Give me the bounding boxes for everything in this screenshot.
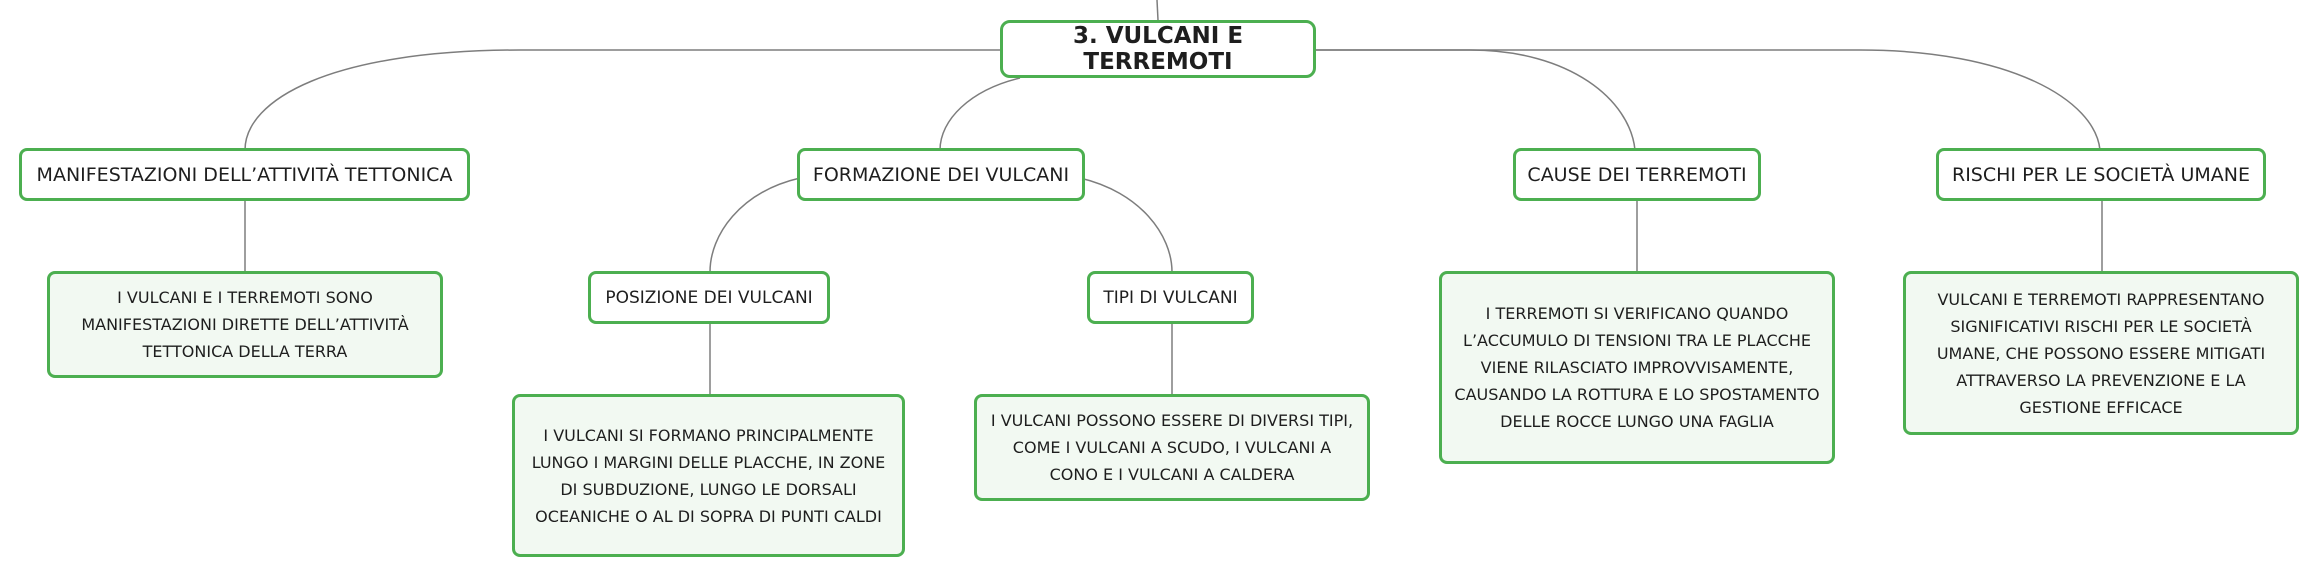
topic-cause[interactable]: CAUSE DEI TERREMOTI <box>1513 148 1761 201</box>
topic-label: MANIFESTAZIONI DELL’ATTIVITÀ TETTONICA <box>36 163 453 186</box>
root-label: 3. VULCANI E TERREMOTI <box>1072 23 1244 75</box>
detail-rischi[interactable]: VULCANI E TERREMOTI RAPPRESENTANO SIGNIF… <box>1903 271 2299 435</box>
topic-manifestazioni[interactable]: MANIFESTAZIONI DELL’ATTIVITÀ TETTONICA <box>19 148 470 201</box>
detail-posizione[interactable]: I VULCANI SI FORMANO PRINCIPALMENTE LUNG… <box>512 394 905 557</box>
connector-root-cause <box>1315 49 1636 151</box>
subtopic-label: TIPI DI VULCANI <box>1103 287 1238 308</box>
connector-formazione-tipi <box>1079 177 1173 273</box>
topic-label: FORMAZIONE DEI VULCANI <box>812 163 1070 186</box>
detail-text: I VULCANI SI FORMANO PRINCIPALMENTE LUNG… <box>531 425 886 526</box>
connector-formazione-posizione <box>709 177 801 273</box>
detail-text: I VULCANI POSSONO ESSERE DI DIVERSI TIPI… <box>990 411 1354 484</box>
detail-text: I TERREMOTI SI VERIFICANO QUANDO L’ACCUM… <box>1454 304 1820 431</box>
detail-manifestazioni[interactable]: I VULCANI E I TERREMOTI SONO MANIFESTAZI… <box>47 271 443 378</box>
topic-label: CAUSE DEI TERREMOTI <box>1527 163 1747 186</box>
topic-label: RISCHI PER LE SOCIETÀ UMANE <box>1952 163 2250 186</box>
detail-cause[interactable]: I TERREMOTI SI VERIFICANO QUANDO L’ACCUM… <box>1439 271 1835 464</box>
detail-text: VULCANI E TERREMOTI RAPPRESENTANO SIGNIF… <box>1936 289 2266 417</box>
subtopic-tipi[interactable]: TIPI DI VULCANI <box>1087 271 1254 324</box>
connector-root-rischi <box>1315 49 2101 151</box>
detail-tipi[interactable]: I VULCANI POSSONO ESSERE DI DIVERSI TIPI… <box>974 394 1370 501</box>
topic-rischi[interactable]: RISCHI PER LE SOCIETÀ UMANE <box>1936 148 2266 201</box>
connector-root-manifestazioni <box>244 49 1000 151</box>
subtopic-posizione[interactable]: POSIZIONE DEI VULCANI <box>588 271 830 324</box>
root-node[interactable]: 3. VULCANI E TERREMOTI <box>1000 20 1316 78</box>
detail-text: I VULCANI E I TERREMOTI SONO MANIFESTAZI… <box>81 288 409 361</box>
subtopic-label: POSIZIONE DEI VULCANI <box>605 287 813 308</box>
connector-parent-stub <box>1156 0 1159 21</box>
topic-formazione[interactable]: FORMAZIONE DEI VULCANI <box>797 148 1085 201</box>
connector-root-formazione <box>939 77 1021 151</box>
